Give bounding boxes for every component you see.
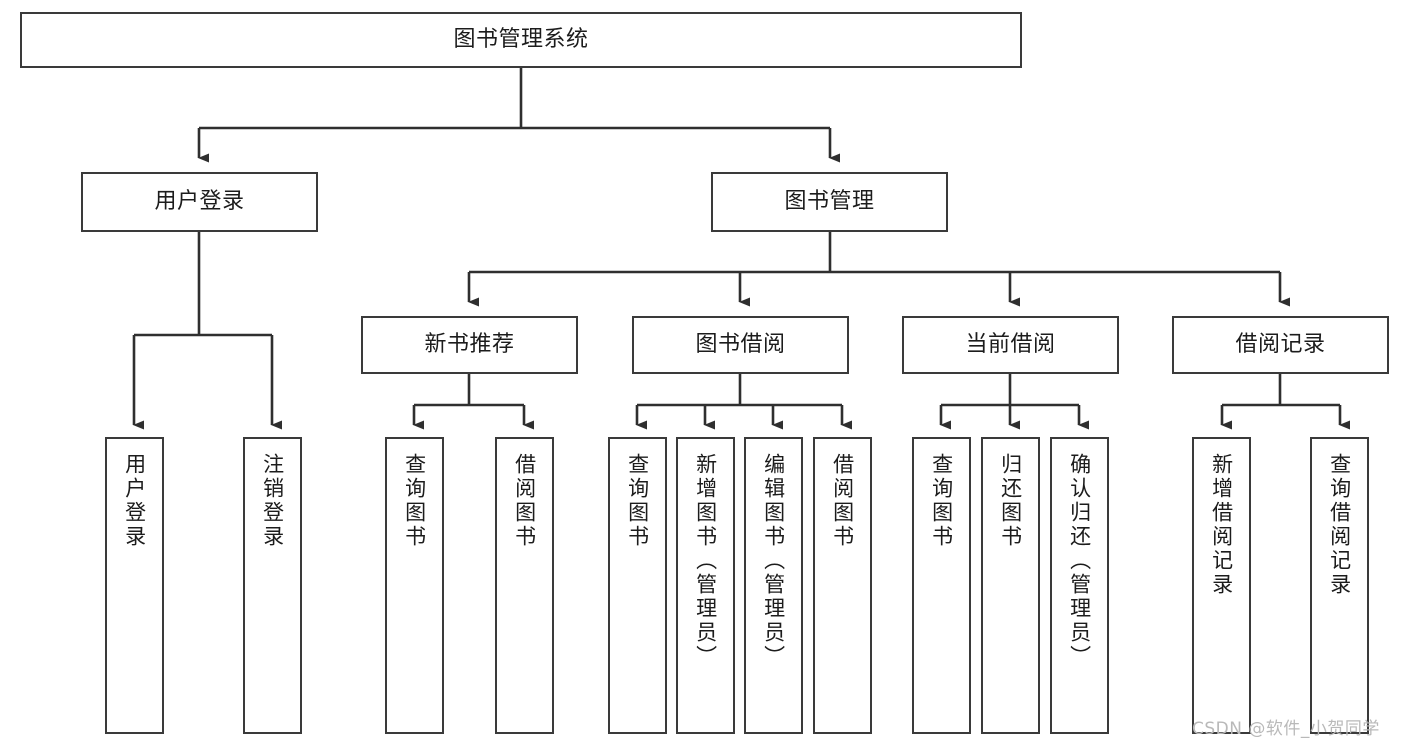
node-user-login[interactable]: 用户登录 [81,172,318,232]
node-leaf-bookborrow-add[interactable]: 新增图书（管理员） [676,437,735,734]
node-leaf-user-login-signin[interactable]: 用户登录 [105,437,164,734]
node-label-user-login: 用户登录 [154,189,245,215]
node-leaf-currentborrow-return[interactable]: 归还图书 [981,437,1040,734]
node-label-current-borrow: 当前借阅 [965,332,1056,358]
node-leaf-bookborrow-edit[interactable]: 编辑图书（管理员） [744,437,803,734]
node-label-leaf-user-login-signin: 用户登录 [122,453,147,549]
node-label-leaf-currentborrow-confirm: 确认归还（管理员） [1067,453,1092,669]
node-label-leaf-newbook-borrow: 借阅图书 [512,453,537,549]
node-leaf-newbook-borrow[interactable]: 借阅图书 [495,437,554,734]
node-root-system[interactable]: 图书管理系统 [20,12,1022,68]
node-label-borrow-record: 借阅记录 [1235,332,1326,358]
node-label-leaf-borrowrecord-add: 新增借阅记录 [1209,453,1234,597]
node-label-new-book-recommend: 新书推荐 [424,332,515,358]
node-label-book-management: 图书管理 [784,189,875,215]
node-label-leaf-bookborrow-borrow: 借阅图书 [830,453,855,549]
node-label-leaf-user-login-signout: 注销登录 [260,453,285,549]
node-label-leaf-bookborrow-add: 新增图书（管理员） [693,453,718,669]
node-leaf-currentborrow-query[interactable]: 查询图书 [912,437,971,734]
node-label-leaf-newbook-query: 查询图书 [402,453,427,549]
node-leaf-bookborrow-query[interactable]: 查询图书 [608,437,667,734]
node-leaf-bookborrow-borrow[interactable]: 借阅图书 [813,437,872,734]
node-current-borrow[interactable]: 当前借阅 [902,316,1119,374]
node-label-book-borrow: 图书借阅 [695,332,786,358]
node-label-leaf-currentborrow-return: 归还图书 [998,453,1023,549]
node-borrow-record[interactable]: 借阅记录 [1172,316,1389,374]
node-book-management[interactable]: 图书管理 [711,172,948,232]
node-leaf-currentborrow-confirm[interactable]: 确认归还（管理员） [1050,437,1109,734]
node-new-book-recommend[interactable]: 新书推荐 [361,316,578,374]
node-label-leaf-borrowrecord-query: 查询借阅记录 [1327,453,1352,597]
node-label-leaf-currentborrow-query: 查询图书 [929,453,954,549]
node-label-leaf-bookborrow-query: 查询图书 [625,453,650,549]
node-leaf-borrowrecord-query[interactable]: 查询借阅记录 [1310,437,1369,734]
node-leaf-newbook-query[interactable]: 查询图书 [385,437,444,734]
node-book-borrow[interactable]: 图书借阅 [632,316,849,374]
node-label-root: 图书管理系统 [453,27,589,53]
node-label-leaf-bookborrow-edit: 编辑图书（管理员） [761,453,786,669]
node-leaf-user-login-signout[interactable]: 注销登录 [243,437,302,734]
node-leaf-borrowrecord-add[interactable]: 新增借阅记录 [1192,437,1251,734]
